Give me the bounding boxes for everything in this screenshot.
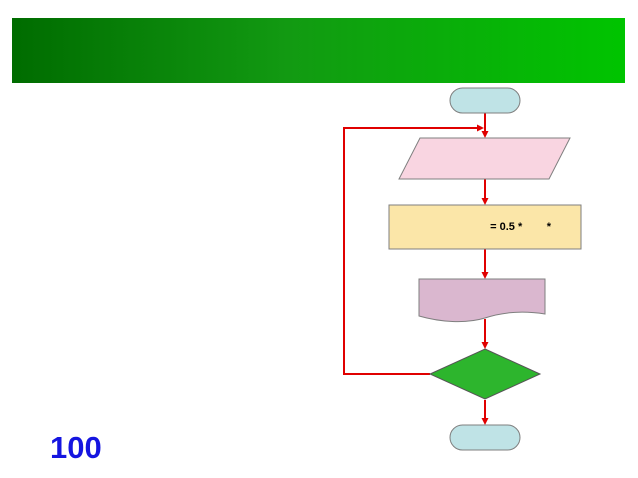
process-box bbox=[388, 204, 582, 250]
slide-number: 100 bbox=[50, 430, 102, 465]
input-parallelogram bbox=[398, 137, 571, 180]
start-terminator bbox=[449, 87, 521, 114]
end-terminator bbox=[449, 424, 521, 451]
decision-diamond bbox=[428, 348, 542, 400]
output-document bbox=[418, 278, 546, 323]
process-formula-text: = 0.5 * * bbox=[490, 221, 551, 233]
connector-loop-back bbox=[343, 124, 484, 375]
title-bar bbox=[12, 18, 625, 83]
